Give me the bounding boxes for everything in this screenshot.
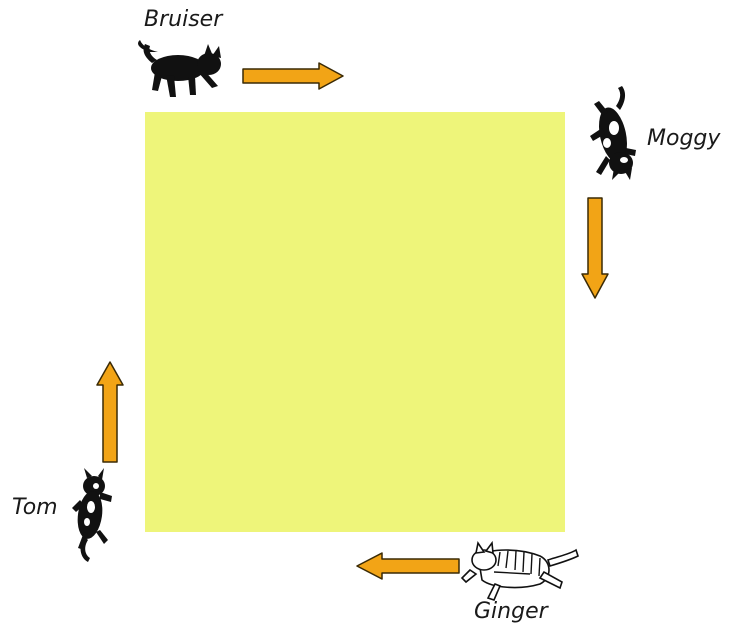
arrow-right-down-icon [582, 198, 608, 298]
arrow-top-right-icon [243, 63, 343, 89]
arrow-bottom-left-icon [357, 553, 459, 579]
cat-bruiser-icon [138, 40, 221, 97]
cat-tom-icon [72, 468, 112, 562]
cat-label-bruiser: Bruiser [144, 9, 222, 31]
cat-ginger-icon [462, 543, 578, 600]
central-square [145, 112, 565, 532]
cat-moggy-icon [590, 86, 636, 180]
cat-label-tom: Tom [12, 497, 58, 519]
arrow-left-up-icon [97, 362, 123, 462]
cat-label-moggy: Moggy [647, 128, 720, 150]
cat-label-ginger: Ginger [474, 601, 548, 623]
